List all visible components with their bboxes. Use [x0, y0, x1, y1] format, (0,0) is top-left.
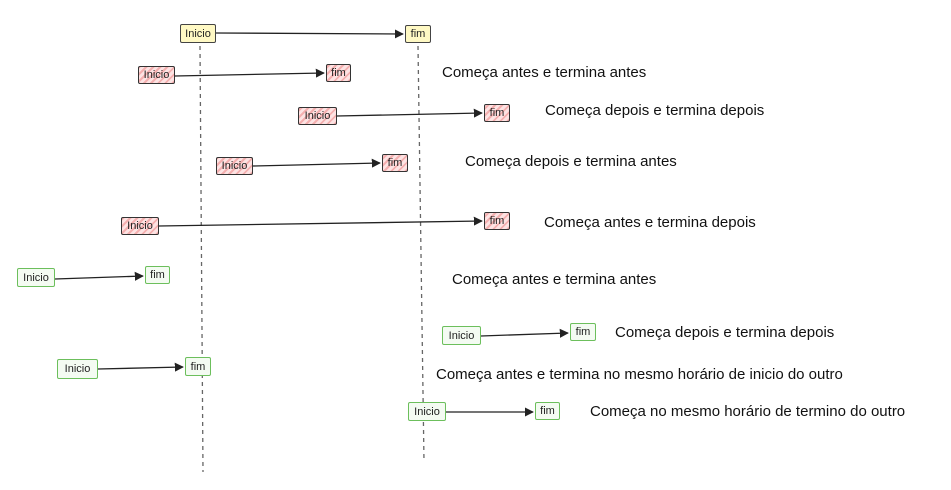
row-6-end-box: fim [570, 323, 596, 341]
reference-start-guide [199, 45, 204, 473]
reference-end-guide [417, 45, 425, 463]
row-1-description: Começa antes e termina antes [442, 64, 647, 81]
row-8-description: Começa no mesmo horário de termino do ou… [590, 403, 906, 420]
row-4-description: Começa antes e termina depois [544, 214, 756, 231]
row-8-start-box: Inicio [408, 402, 446, 421]
row-3-description: Começa depois e termina antes [465, 153, 677, 170]
row-8-end-box: fim [535, 402, 560, 420]
row-7-description: Começa antes e termina no mesmo horário … [436, 366, 843, 383]
row-4-arrow [158, 216, 483, 227]
row-5-arrow [54, 271, 144, 281]
row-6-start-box: Inicio [442, 326, 481, 345]
row-4-end-box: fim [484, 212, 510, 230]
row-5-start-box: Inicio [17, 268, 55, 287]
row-2-arrow [336, 108, 483, 118]
row-5-end-box: fim [145, 266, 170, 284]
row-4-start-box: Inicio [121, 217, 159, 235]
row-2-description: Começa depois e termina depois [545, 102, 765, 119]
reference-start-box: Inicio [180, 24, 216, 43]
reference-end-box: fim [405, 25, 431, 43]
row-3-arrow [252, 158, 381, 168]
row-1-start-box: Inicio [138, 66, 175, 84]
row-1-arrow [174, 68, 325, 78]
row-2-start-box: Inicio [298, 107, 337, 125]
row-6-description: Começa depois e termina depois [615, 324, 835, 341]
row-7-start-box: Inicio [57, 359, 98, 379]
row-7-arrow [97, 362, 184, 372]
row-7-end-box: fim [185, 357, 211, 376]
row-5-description: Começa antes e termina antes [452, 271, 657, 288]
reference-arrow [215, 29, 404, 39]
row-2-end-box: fim [484, 104, 510, 122]
row-3-end-box: fim [382, 154, 408, 172]
row-6-arrow [480, 328, 569, 338]
row-1-end-box: fim [326, 64, 351, 82]
row-3-start-box: Inicio [216, 157, 253, 175]
